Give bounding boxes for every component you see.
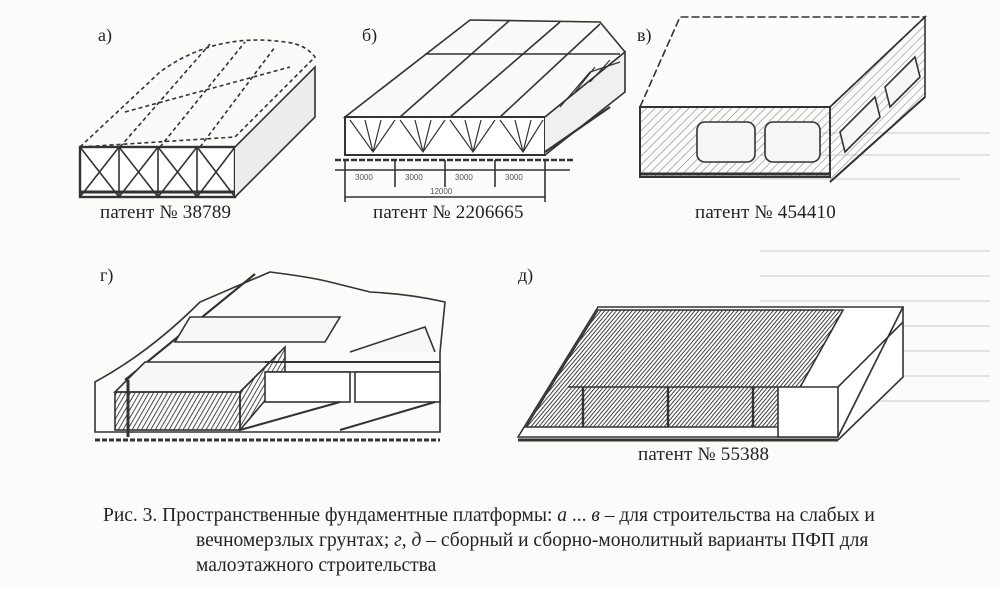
patent-number-d: патент № 55388 (638, 444, 770, 465)
panel-label-g: г) (100, 265, 114, 285)
svg-text:3000: 3000 (355, 173, 373, 182)
caption-line-2: вечномерзлых грунтах; г, д – сборный и с… (196, 530, 869, 551)
figure-panel-v: в) патент № 454410 (615, 12, 945, 223)
svg-text:3000: 3000 (455, 173, 473, 182)
caption-line-1: Рис. 3. Пространственные фундаментные пл… (103, 505, 875, 526)
panel-label-a: а) (98, 25, 112, 45)
patent-number-b: патент № 2206665 (373, 202, 524, 223)
svg-text:12000: 12000 (430, 187, 453, 196)
hollow-slab-platform-drawing (638, 15, 928, 183)
patent-number-a: патент № 38789 (100, 202, 232, 223)
figure-panel-g: г) (90, 262, 520, 447)
panel-label-d: д) (518, 265, 534, 285)
monolithic-platform-drawing (516, 306, 905, 442)
figure-panel-d: д) патент № 55388 (508, 262, 908, 465)
panel-label-b: б) (362, 25, 378, 45)
svg-text:3000: 3000 (405, 173, 423, 182)
svg-text:3000: 3000 (505, 173, 523, 182)
figure-caption: Рис. 3. Пространственные фундаментные пл… (103, 503, 983, 578)
panel-label-v: в) (637, 25, 652, 45)
figure-panel-b: б) 30 (335, 12, 627, 223)
precast-platform-drawing (94, 271, 446, 442)
caption-line-3: малоэтажного строительства (196, 555, 437, 576)
truss-platform-dimensioned-drawing: 3000 3000 3000 3000 12000 (335, 19, 627, 202)
patent-number-v: патент № 454410 (695, 202, 836, 223)
truss-platform-drawing (77, 39, 317, 199)
figure-panel-a: а) патент № 38789 (75, 12, 335, 223)
